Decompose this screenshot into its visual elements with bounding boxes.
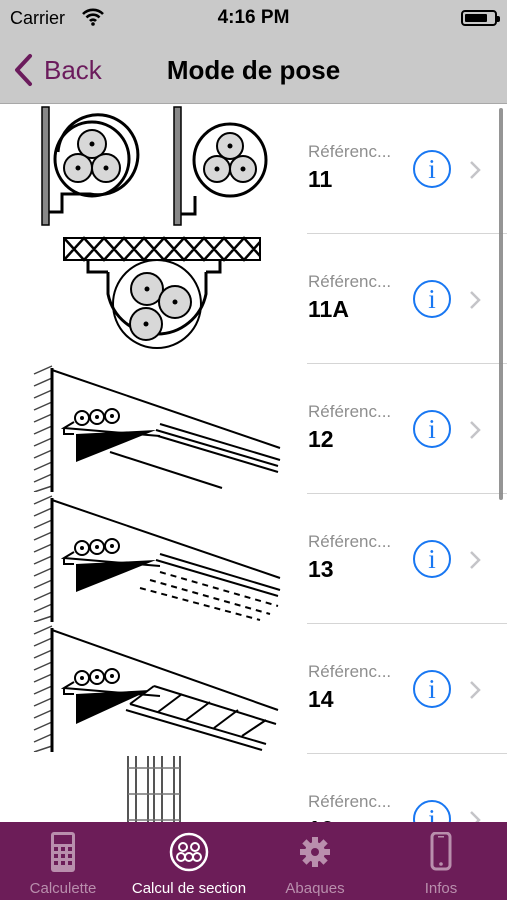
tab-abaques[interactable]: Abaques	[252, 822, 378, 900]
scroll-indicator[interactable]	[499, 108, 503, 500]
reference-value: 13	[308, 556, 334, 582]
reference-label: Référenc...	[308, 662, 392, 681]
status-bar: Carrier 4:16 PM	[0, 0, 507, 36]
cable-tray-unperforated-icon	[33, 365, 281, 492]
reference-label: Référenc...	[308, 402, 392, 421]
tab-label: Abaques	[285, 880, 345, 897]
list-item[interactable]: Référenc... 13 i	[0, 494, 507, 624]
chevron-left-icon	[15, 54, 32, 86]
battery-icon	[461, 10, 500, 26]
chevron-right-icon	[470, 551, 481, 569]
wifi-icon	[82, 8, 104, 26]
chevron-right-icon	[470, 291, 481, 309]
info-icon[interactable]: i	[413, 280, 451, 318]
list-item[interactable]: Référenc... 14 i	[0, 624, 507, 754]
list-item[interactable]: Référenc... 12 i	[0, 364, 507, 494]
row-separator	[307, 363, 507, 364]
info-icon[interactable]: i	[413, 800, 451, 822]
tab-label: Infos	[424, 880, 458, 897]
reference-label: Référenc...	[308, 792, 392, 811]
cable-section-icon	[169, 832, 209, 872]
reference-value: 11A	[308, 296, 349, 322]
tab-calcul-de-section[interactable]: Calcul de section	[126, 822, 252, 900]
navigation-bar: Back Mode de pose	[0, 36, 507, 104]
tab-infos[interactable]: Infos	[378, 822, 504, 900]
info-icon[interactable]: i	[413, 540, 451, 578]
clock: 4:16 PM	[217, 7, 290, 28]
chevron-right-icon	[470, 811, 481, 822]
reference-value: 14	[308, 686, 334, 712]
carrier-label: Carrier	[10, 8, 66, 28]
cable-vertical-ladder-icon	[126, 756, 182, 822]
cable-ladder-icon	[33, 625, 279, 752]
phone-icon	[430, 832, 452, 871]
tab-label: Calcul de section	[131, 880, 247, 897]
battery-level	[465, 14, 488, 22]
back-label: Back	[44, 54, 102, 85]
info-icon[interactable]: i	[413, 150, 451, 188]
reference-value: 12	[308, 426, 334, 452]
info-icon[interactable]: i	[413, 670, 451, 708]
reference-value: 16	[308, 816, 334, 822]
cable-trefoil-wall-clips-icon	[41, 106, 268, 226]
chevron-right-icon	[470, 421, 481, 439]
row-separator	[307, 753, 507, 754]
installation-method-list[interactable]: Référenc... 11 i Référenc... 11A i	[0, 104, 507, 822]
info-icon[interactable]: i	[413, 410, 451, 448]
reference-label: Référenc...	[308, 142, 392, 161]
calculator-icon	[51, 832, 75, 872]
row-separator	[307, 233, 507, 234]
tab-bar: Calculette Calcul de section	[0, 822, 507, 900]
reference-label: Référenc...	[308, 532, 392, 551]
row-separator	[307, 623, 507, 624]
list-item[interactable]: Référenc... 11A i	[0, 234, 507, 364]
list-item[interactable]: Référenc... 11 i	[0, 104, 507, 234]
tab-calculette[interactable]: Calculette	[0, 822, 126, 900]
list-item[interactable]: Référenc... 16 i	[0, 754, 507, 822]
page-title: Mode de pose	[166, 55, 341, 85]
reference-value: 11	[308, 166, 333, 192]
reference-label: Référenc...	[308, 272, 392, 291]
tab-label: Calculette	[29, 880, 97, 897]
row-separator	[307, 493, 507, 494]
chevron-right-icon	[470, 161, 481, 179]
gear-icon	[300, 837, 330, 867]
back-button[interactable]: Back	[12, 50, 102, 90]
chevron-right-icon	[470, 681, 481, 699]
cable-trefoil-ceiling-clip-icon	[63, 236, 261, 349]
cable-tray-perforated-icon	[33, 495, 281, 622]
